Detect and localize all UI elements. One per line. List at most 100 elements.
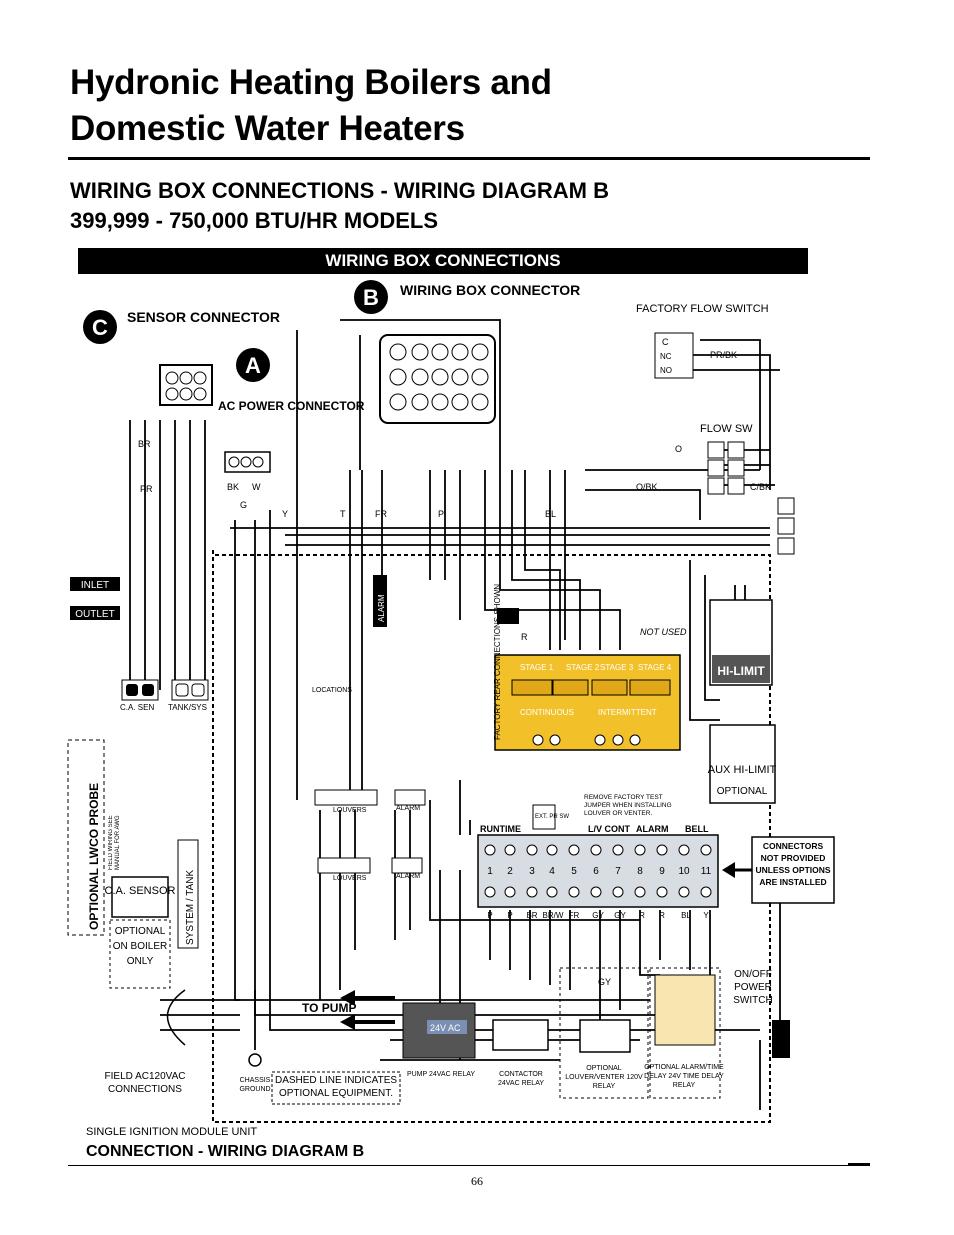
flow-sw-terminals [707, 441, 795, 555]
terminal-wire-11: Y [703, 911, 709, 920]
ca-sensor-box [111, 876, 169, 918]
terminal-11: 11 [701, 866, 712, 877]
terminal-3: 3 [529, 866, 535, 877]
ac-power-connector-label: AC POWER CONNECTOR [218, 399, 365, 413]
footer-rule [68, 1165, 870, 1166]
louver-relay-label: OPTIONAL LOUVER/VENTER 120V RELAY [565, 1065, 643, 1090]
badge-c-icon: C [83, 310, 117, 344]
outlet-tag [70, 606, 120, 620]
terminal-wire-2: P [507, 911, 512, 920]
ext-pr-sw-label: EXT. PR SW [535, 814, 569, 820]
pump-relay-label: PUMP 24VAC RELAY [406, 1071, 476, 1078]
wiring-box-connector-block [379, 334, 496, 424]
lwco-probe-label: OPTIONAL LWCO PROBE [87, 783, 101, 930]
tank-sys-label: TANK/SYS [168, 703, 207, 712]
louver-relay-icon [579, 1019, 631, 1053]
factory-rear-label: FACTORY REAR CONNECTIONS SHOWN [493, 584, 502, 740]
locations-label: LOCATIONS [312, 687, 352, 694]
flow-sw-label: FLOW SW [700, 423, 753, 435]
page-number: 66 [471, 1174, 483, 1188]
terminal-wire-7: GY [614, 911, 626, 920]
terminal-2: 2 [507, 866, 513, 877]
wire-code-w: W [252, 482, 261, 492]
terminal-5: 5 [571, 866, 577, 877]
sensor-connector-label: SENSOR CONNECTOR [127, 309, 280, 325]
louvers-label-upper: LOUVERS [333, 807, 367, 814]
wire-code-bk: BK [227, 482, 239, 492]
terminal-wire-8: R [639, 911, 645, 920]
ca-sen-connector [121, 679, 159, 701]
contactor-relay-label: CONTACTOR 24VAC RELAY [497, 1071, 545, 1087]
hi-limit-label: HI-LIMIT [717, 664, 765, 678]
system-tank-label: SYSTEM / TANK [185, 869, 196, 945]
wire-code-g: G [240, 500, 247, 510]
connection-b-label: CONNECTION - WIRING DIAGRAM B [86, 1143, 364, 1160]
terminal-7: 7 [615, 866, 621, 877]
connectors-arrow-icon [722, 862, 735, 878]
wire-code-t: T [340, 509, 346, 519]
to-pump-label: TO PUMP [302, 1001, 356, 1015]
louvers-label-lower: LOUVERS [333, 875, 367, 882]
relay-board: STAGE 1 STAGE 2 STAGE 3 STAGE 4 CONTINUO… [494, 654, 681, 751]
24vac-label: 24V AC [430, 1023, 461, 1033]
on-off-label: ON/OFF POWER SWITCH [733, 969, 773, 1006]
alarm-delay-box [649, 967, 721, 1099]
wiring-box-connector-label: WIRING BOX CONNECTOR [400, 282, 580, 298]
title-rule [68, 157, 870, 160]
subtitle-line-1: WIRING BOX CONNECTIONS - WIRING DIAGRAM … [70, 178, 609, 203]
board-connector [497, 608, 519, 624]
dashed-note: DASHED LINE INDICATES OPTIONAL EQUIPMENT… [274, 1075, 398, 1099]
terminal-9: 9 [659, 866, 665, 877]
louver-relay-box [559, 967, 649, 1099]
section-subtitle: WIRING BOX CONNECTIONS - WIRING DIAGRAM … [70, 176, 870, 236]
inlet-label: INLET [81, 580, 109, 591]
wire-code-p: P [438, 509, 444, 519]
continuous-label: CONTINUOUS [520, 708, 574, 717]
fs-no: NO [660, 366, 672, 375]
chassis-ground-icon [248, 1053, 262, 1067]
intermittent-label: INTERMITTENT [598, 708, 657, 717]
terminal-10: 10 [678, 866, 690, 877]
sensor-connector-block [159, 364, 213, 406]
title-line-2: Domestic Water Heaters [70, 109, 465, 148]
stage-4: STAGE 4 [638, 663, 672, 672]
factory-flow-switch-block: C NC NO [654, 332, 694, 379]
contactor-relay-icon [492, 1019, 549, 1051]
connectors-note-box [751, 836, 835, 904]
remove-jumper-note: REMOVE FACTORY TEST JUMPER WHEN INSTALLI… [584, 794, 672, 817]
alarm-bar-label: ALARM [377, 594, 386, 622]
outlet-label: OUTLET [75, 609, 114, 620]
alarm-bar [373, 575, 387, 627]
field-ac-label: FIELD AC120VAC CONNECTIONS [104, 1071, 186, 1095]
alarm-delay-label: OPTIONAL ALARM/TIME DELAY 24V TIME DELAY… [644, 1064, 724, 1089]
wire-code-gy: GY [598, 977, 611, 987]
badge-c: C [92, 315, 108, 340]
louver-connector-lower [317, 857, 423, 874]
subtitle-line-2: 399,999 - 750,000 BTU/HR MODELS [70, 208, 439, 233]
connectors-note: CONNECTORS NOT PROVIDED UNLESS OPTIONS A… [755, 841, 831, 887]
pump-arrow-2-icon [340, 1014, 355, 1030]
optional-on-boiler-label: OPTIONAL ON BOILER ONLY [112, 926, 168, 967]
module-boundary [212, 550, 771, 1123]
wire-code-obk: O/BK [636, 482, 658, 492]
wire-code-br: BR [138, 439, 151, 449]
terminal-wire-10: BL [681, 911, 691, 920]
stage-3: STAGE 3 [600, 663, 634, 672]
terminal-8: 8 [637, 866, 643, 877]
wire-code-prbk: PR/BK [710, 350, 737, 360]
wire-code-pr: PR [140, 484, 153, 494]
stage-2: STAGE 2 [566, 663, 600, 672]
fs-c: C [662, 337, 669, 347]
alarm-label-lower: ALARM [396, 873, 420, 880]
runtime-label: RUNTIME [480, 824, 521, 834]
tank-sys-connector [171, 679, 209, 701]
wiring-diagram: C B A SENSOR CONNECTOR WIRING BOX CONNEC… [60, 278, 840, 1168]
wiring-diagram-svg: C B A SENSOR CONNECTOR WIRING BOX CONNEC… [67, 280, 835, 1160]
terminal-wire-6: GY [592, 911, 604, 920]
wire-code-bl: BL [545, 509, 556, 519]
terminal-1: 1 [487, 866, 493, 877]
field-wiring-note: FIELD WIRING SEE MANUAL FOR AWG [108, 815, 121, 870]
pump-relay-icon [402, 1002, 476, 1059]
ext-pr-sw-box [532, 804, 556, 830]
terminal-wire-1: P [487, 911, 492, 920]
